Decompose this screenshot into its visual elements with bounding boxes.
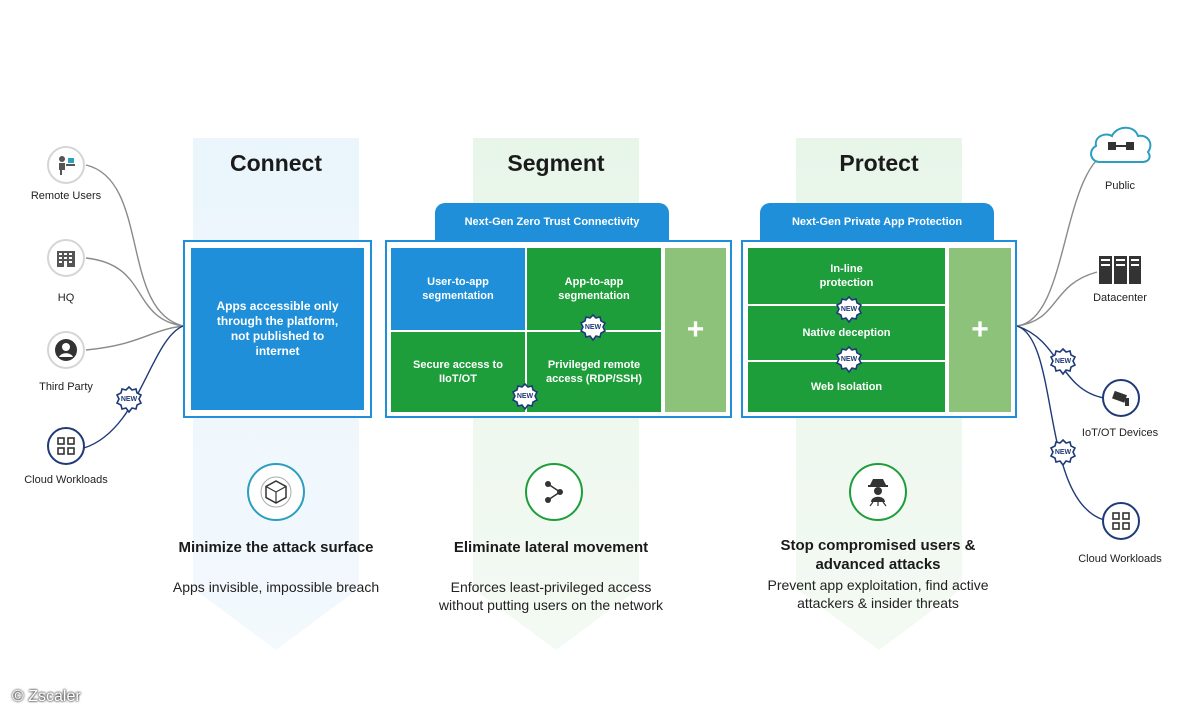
protect-feature-desc: Prevent app exploitation, find active at…	[767, 577, 989, 611]
protect-plus: +	[949, 248, 1011, 412]
segment-title: Segment	[507, 150, 605, 176]
new-badge: NEW	[835, 296, 863, 324]
protect-frame: In-line protection Native deception Web …	[741, 240, 1017, 418]
connect-feature-title: Minimize the attack surface	[178, 539, 374, 556]
right-node-label: Public	[1105, 180, 1135, 192]
remote-user-icon	[47, 146, 85, 184]
left-node-label: Third Party	[39, 381, 93, 393]
cloud-icon	[1086, 122, 1156, 166]
cube-icon	[247, 463, 305, 521]
new-badge: NEW	[511, 383, 539, 411]
new-badge: NEW	[579, 314, 607, 342]
new-badge: NEW	[1049, 348, 1077, 376]
segment-tab: Next-Gen Zero Trust Connectivity	[435, 203, 669, 241]
protect-tab: Next-Gen Private App Protection	[760, 203, 994, 241]
segment-frame: User-to-app segmentation App-to-app segm…	[385, 240, 732, 418]
left-node-label: Cloud Workloads	[24, 474, 108, 486]
new-badge: NEW	[835, 346, 863, 374]
left-node-label: HQ	[57, 292, 75, 304]
share-nodes-icon	[525, 463, 583, 521]
connect-box: Apps accessible only through the platfor…	[191, 248, 364, 410]
copyright: © Zscaler	[12, 688, 81, 705]
workload-icon	[1102, 502, 1140, 540]
right-node-label: Cloud Workloads	[1078, 553, 1162, 565]
new-badge: NEW	[1049, 439, 1077, 467]
left-node-label: Remote Users	[30, 190, 102, 202]
building-icon	[47, 239, 85, 277]
inline-protection-cell: In-line protection	[748, 248, 945, 304]
right-node-label: Datacenter	[1093, 292, 1147, 304]
workload-icon	[47, 427, 85, 465]
connect-title: Connect	[230, 150, 322, 176]
person-icon	[47, 331, 85, 369]
connect-frame: Apps accessible only through the platfor…	[183, 240, 372, 418]
segment-feature-desc: Enforces least-privileged access without…	[438, 579, 664, 613]
segment-feature-title: Eliminate lateral movement	[453, 539, 649, 556]
protect-title: Protect	[839, 150, 919, 176]
secure-access-cell: Secure access to IIoT/OT	[391, 332, 525, 412]
segment-plus: +	[665, 248, 726, 412]
right-node-label: IoT/OT Devices	[1081, 427, 1159, 439]
connect-feature-desc: Apps invisible, impossible breach	[172, 579, 380, 595]
user-to-app-cell: User-to-app segmentation	[391, 248, 525, 330]
server-icon	[1098, 255, 1142, 285]
protect-feature-title: Stop compromised users & advanced attack…	[780, 537, 976, 573]
new-badge: NEW	[115, 386, 143, 414]
hacker-icon	[849, 463, 907, 521]
privileged-access-cell: Privileged remote access (RDP/SSH)	[527, 332, 661, 412]
web-isolation-cell: Web Isolation	[748, 362, 945, 412]
camera-icon	[1102, 379, 1140, 417]
